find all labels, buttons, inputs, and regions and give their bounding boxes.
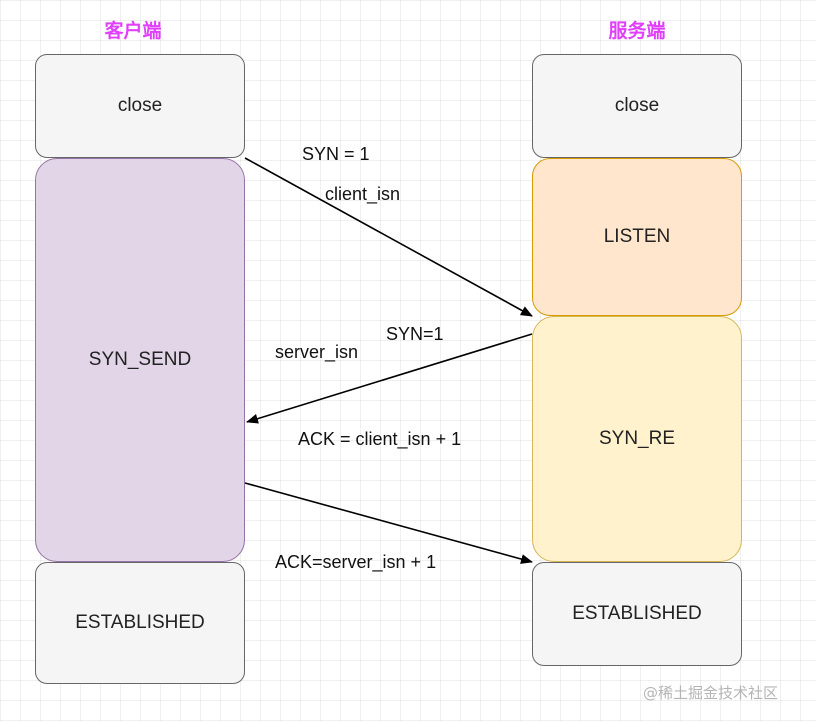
server-title: 服务端 bbox=[608, 21, 666, 42]
client-state-close: close bbox=[35, 54, 245, 158]
msg3-ack-label: ACK=server_isn + 1 bbox=[275, 552, 437, 572]
client-state-syn-send: SYN_SEND bbox=[35, 158, 245, 562]
msg2-syn-label: SYN=1 bbox=[386, 324, 444, 344]
server-state-established: ESTABLISHED bbox=[532, 562, 742, 666]
server-state-listen: LISTEN bbox=[532, 158, 742, 316]
arrow-syn bbox=[244, 157, 533, 317]
watermark: @稀土掘金技术社区 bbox=[643, 684, 779, 702]
msg2-ack-label: ACK = client_isn + 1 bbox=[298, 429, 462, 449]
client-title: 客户端 bbox=[104, 21, 162, 42]
arrow-ack bbox=[244, 482, 533, 564]
msg1-isn-label: client_isn bbox=[325, 184, 401, 204]
msg1-syn-label: SYN = 1 bbox=[302, 144, 370, 164]
server-state-close: close bbox=[532, 54, 742, 158]
client-state-established: ESTABLISHED bbox=[35, 562, 245, 684]
arrow-syn-ack bbox=[246, 333, 533, 424]
msg2-isn-label: server_isn bbox=[275, 342, 359, 362]
server-state-syn-re: SYN_RE bbox=[532, 316, 742, 562]
